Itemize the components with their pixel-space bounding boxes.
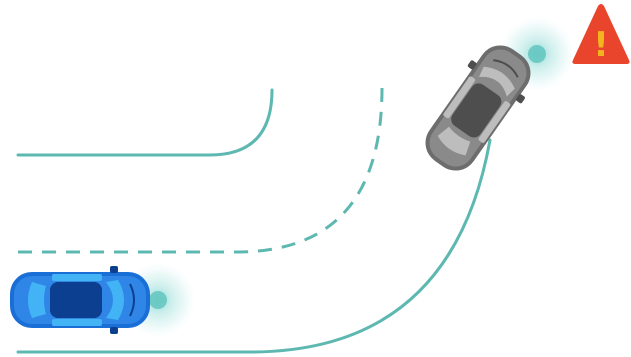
road-center-dashed-line bbox=[18, 87, 384, 254]
grey-car-icon bbox=[425, 45, 531, 171]
warning-triangle-icon: ! bbox=[572, 4, 630, 65]
blue-car-icon bbox=[10, 266, 150, 334]
ego-sensor-core bbox=[149, 291, 167, 309]
road-lines bbox=[16, 87, 492, 354]
road-edge-inner bbox=[16, 88, 274, 157]
road-edge-outer bbox=[16, 138, 492, 354]
warning-symbol: ! bbox=[593, 25, 609, 65]
other-sensor-core bbox=[528, 45, 546, 63]
